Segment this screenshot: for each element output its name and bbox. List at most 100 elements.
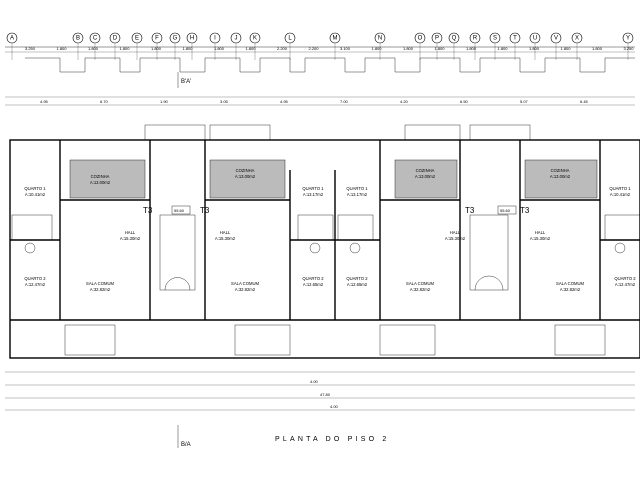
grid-letter: B: [76, 36, 80, 42]
grid-letter: N: [378, 36, 382, 42]
room-area: A:12.65m2: [303, 282, 324, 287]
room-name: HALL: [220, 230, 231, 235]
grid-letter: R: [473, 36, 478, 42]
room-name: COZINHA: [416, 168, 435, 173]
dimension-label: 2.200: [277, 46, 288, 51]
room-label: QUARTO 2A:12.65m2: [346, 276, 368, 287]
dimension-label: 1.800: [372, 46, 383, 51]
bottom-balconies: [64, 324, 606, 356]
dimension-label: 1.800: [214, 46, 225, 51]
dimension-label: 1.800: [466, 46, 477, 51]
room-name: HALL: [450, 230, 461, 235]
room-name: QUARTO 1: [24, 186, 46, 191]
section-mark-bottom: B/A: [177, 425, 191, 448]
dimension-label: 1.800: [435, 46, 446, 51]
grid-letter: V: [554, 36, 558, 42]
room-area: A:10.41m2: [25, 192, 46, 197]
room-name: QUARTO 2: [24, 276, 46, 281]
grid-bubble-b: B: [72, 32, 84, 44]
grid-letter: P: [435, 36, 439, 42]
room-area: A:10.41m2: [610, 192, 631, 197]
room-area: A:13.00m2: [90, 180, 111, 185]
grid-letter: K: [253, 36, 257, 42]
grid-bubble-m: M: [329, 32, 341, 44]
dimension-label: 1.800: [403, 46, 414, 51]
grid-bubble-a: A: [6, 32, 18, 44]
dimension-label: 4.00: [330, 404, 339, 409]
dimension-label: 3.100: [340, 46, 351, 51]
top-dimension-string: [5, 51, 635, 106]
tag-value-box: [497, 205, 517, 215]
room-label: QUARTO 1A:13.17m2: [302, 186, 324, 197]
dimension-label: 1.800: [88, 46, 99, 51]
room-name: SALA COMUM: [231, 281, 259, 286]
grid-bubble-r: R: [469, 32, 481, 44]
room-area: A:12.47m2: [615, 282, 636, 287]
section-mark-top: B'A': [177, 72, 191, 88]
room-area: A:13.00m2: [550, 174, 571, 179]
grid-bubble-h: H: [186, 32, 198, 44]
room-area: A:15.30m2: [445, 236, 466, 241]
grid-bubble-p: P: [431, 32, 443, 44]
room-name: COZINHA: [551, 168, 570, 173]
grid-letter: J: [235, 36, 238, 42]
section-mark-label: B/A: [181, 442, 191, 448]
grid-bubble-x: X: [571, 32, 583, 44]
grid-letter: E: [135, 36, 139, 42]
grid-letter: D: [113, 36, 118, 42]
dimension-label: 1.800: [246, 46, 257, 51]
unit-type-tag: T3: [520, 206, 530, 215]
room-area: A:32.82m2: [410, 287, 431, 292]
dimension-label: 1.800: [529, 46, 540, 51]
kitchen-tiles: [69, 159, 598, 199]
grid-bubble-g: G: [169, 32, 181, 44]
dimension-label: 3.05: [220, 99, 229, 104]
room-name: QUARTO 1: [346, 186, 368, 191]
unit-type-tag: T3: [465, 206, 475, 215]
room-name: QUARTO 2: [614, 276, 636, 281]
room-label: QUARTO 1A:10.41m2: [24, 186, 46, 197]
drawing-title: PLANTA DO PISO 2: [275, 436, 389, 443]
grid-bubble-q: Q: [448, 32, 460, 44]
dimension-label: 7.00: [340, 99, 349, 104]
room-area: A:13.17m2: [347, 192, 368, 197]
top-balconies: [144, 124, 531, 141]
grid-letter: Y: [626, 36, 630, 42]
room-area: A:12.47m2: [25, 282, 46, 287]
dimension-label: 3.250: [624, 46, 635, 51]
dimension-label: 4.95: [280, 99, 289, 104]
grid-letter: X: [575, 36, 579, 42]
bathrooms: [11, 214, 640, 254]
grid-bubble-f: F: [151, 32, 163, 44]
dimension-label: 6.50: [460, 99, 469, 104]
unit-type-tag: T3: [200, 206, 210, 215]
room-name: QUARTO 1: [302, 186, 324, 191]
grid-lines: [11, 43, 629, 60]
room-area: A:32.82m2: [90, 287, 111, 292]
grid-bubble-e: E: [131, 32, 143, 44]
grid-letter: T: [513, 36, 517, 42]
bottom-dimension-labels: 47.804.004.00: [310, 379, 339, 409]
section-mark-label: B'A': [181, 79, 191, 85]
grid-bubble-o: O: [414, 32, 426, 44]
grid-bubble-c: C: [89, 32, 101, 44]
tag-value: 55.60: [174, 208, 185, 213]
room-label: QUARTO 2A:12.47m2: [24, 276, 46, 287]
roof-eave-outline: [25, 57, 635, 73]
room-name: QUARTO 1: [609, 186, 631, 191]
room-area: A:13.00m2: [415, 174, 436, 179]
grid-letter: U: [533, 36, 537, 42]
grid-letter: I: [214, 36, 216, 42]
building-walls: [9, 139, 640, 359]
dimension-label: 2.200: [309, 46, 320, 51]
dimension-label: 4.20: [400, 99, 409, 104]
dimension-label: 1.800: [57, 46, 68, 51]
